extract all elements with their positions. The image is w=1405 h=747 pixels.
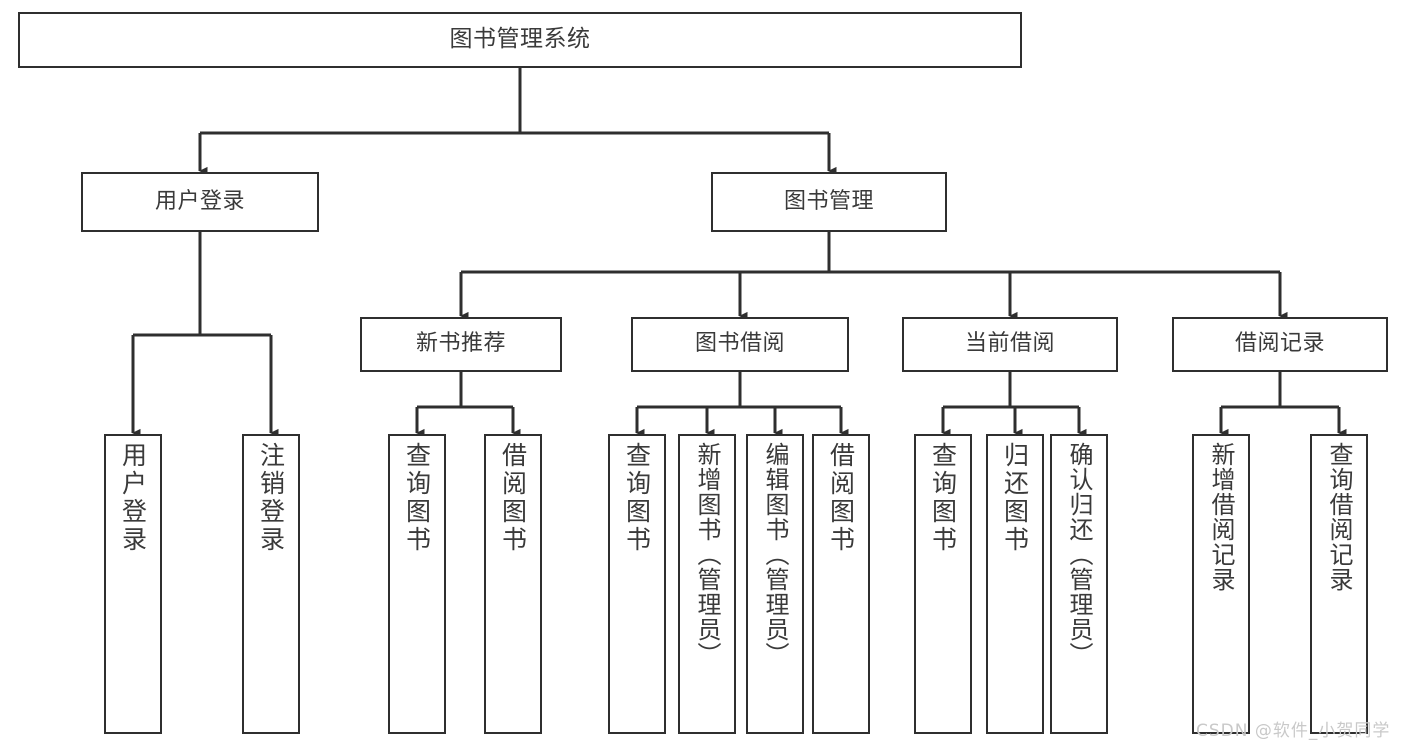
- node-user-login: 用户登录: [81, 172, 319, 232]
- node-label-leaf-user-logout: 注销登录: [256, 442, 286, 554]
- node-leaf-query-book-3: 查询图书: [914, 434, 972, 734]
- node-leaf-query-book-2: 查询图书: [608, 434, 666, 734]
- node-label-leaf-query-record: 查询借阅记录: [1325, 442, 1353, 592]
- node-leaf-user-login: 用户登录: [104, 434, 162, 734]
- node-leaf-return-book: 归还图书: [986, 434, 1044, 734]
- node-label-leaf-query-book-2: 查询图书: [622, 442, 652, 554]
- watermark-text: CSDN @软件_小贺同学: [1196, 721, 1391, 741]
- node-leaf-query-record: 查询借阅记录: [1310, 434, 1368, 734]
- node-leaf-query-book-1: 查询图书: [388, 434, 446, 734]
- node-leaf-borrow-book-1: 借阅图书: [484, 434, 542, 734]
- node-label-leaf-edit-book: 编辑图书（管理员）: [761, 442, 789, 667]
- node-label-leaf-borrow-book-1: 借阅图书: [498, 442, 528, 554]
- node-leaf-add-record: 新增借阅记录: [1192, 434, 1250, 734]
- node-leaf-confirm-ret: 确认归还（管理员）: [1050, 434, 1108, 734]
- node-book-manage: 图书管理: [711, 172, 947, 232]
- node-label-book-borrow: 图书借阅: [694, 331, 785, 357]
- node-label-current-borrow: 当前借阅: [964, 331, 1055, 357]
- node-leaf-add-book: 新增图书（管理员）: [678, 434, 736, 734]
- node-label-leaf-add-record: 新增借阅记录: [1207, 442, 1235, 592]
- node-leaf-user-logout: 注销登录: [242, 434, 300, 734]
- node-book-borrow: 图书借阅: [631, 317, 849, 372]
- node-label-leaf-user-login: 用户登录: [118, 442, 148, 554]
- node-leaf-edit-book: 编辑图书（管理员）: [746, 434, 804, 734]
- node-label-book-manage: 图书管理: [783, 188, 874, 214]
- node-label-user-login: 用户登录: [154, 188, 245, 214]
- node-label-leaf-confirm-ret: 确认归还（管理员）: [1065, 442, 1093, 667]
- node-root: 图书管理系统: [18, 12, 1022, 68]
- node-label-leaf-return-book: 归还图书: [1000, 442, 1030, 554]
- node-label-leaf-query-book-1: 查询图书: [402, 442, 432, 554]
- node-label-new-book-rec: 新书推荐: [415, 331, 506, 357]
- node-current-borrow: 当前借阅: [902, 317, 1118, 372]
- node-label-borrow-record: 借阅记录: [1234, 331, 1325, 357]
- node-label-leaf-add-book: 新增图书（管理员）: [693, 442, 721, 667]
- node-new-book-rec: 新书推荐: [360, 317, 562, 372]
- node-label-root: 图书管理系统: [449, 26, 591, 53]
- node-borrow-record: 借阅记录: [1172, 317, 1388, 372]
- edge-group: [131, 68, 1347, 438]
- node-leaf-borrow-book-2: 借阅图书: [812, 434, 870, 734]
- node-label-leaf-borrow-book-2: 借阅图书: [826, 442, 856, 554]
- node-label-leaf-query-book-3: 查询图书: [928, 442, 958, 554]
